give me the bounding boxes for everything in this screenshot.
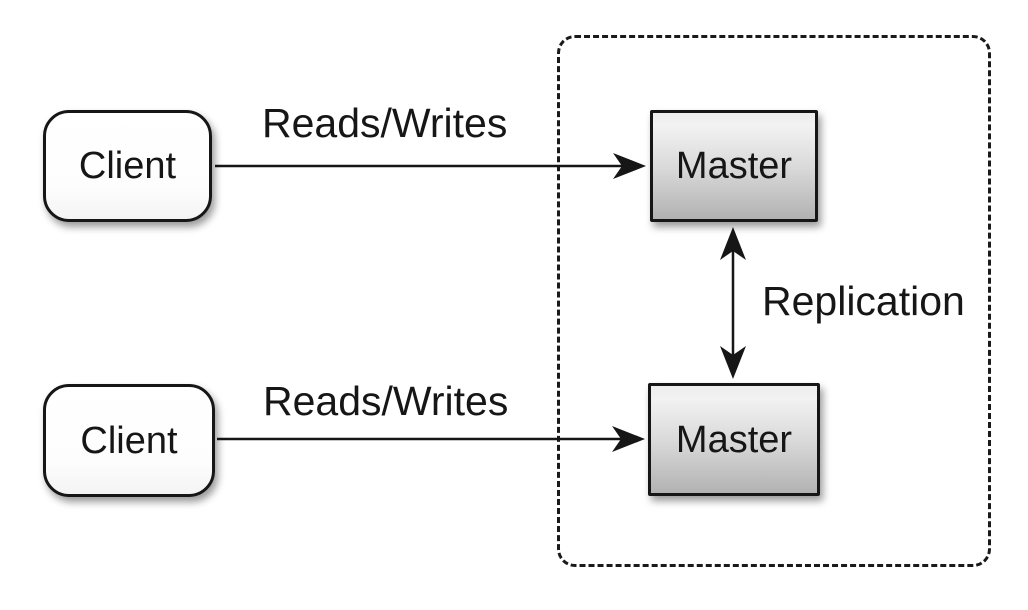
client-node-top: Client xyxy=(43,110,212,222)
edge-label-reads-writes-bottom: Reads/Writes xyxy=(263,378,509,424)
edge-label-replication: Replication xyxy=(762,278,965,324)
client-node-label: Client xyxy=(78,145,177,187)
client-node-bottom: Client xyxy=(43,384,215,497)
master-node-bottom: Master xyxy=(648,383,820,496)
master-node-label: Master xyxy=(675,145,793,187)
client-node-label: Client xyxy=(80,419,178,462)
edge-label-reads-writes-top: Reads/Writes xyxy=(262,100,508,146)
master-node-label: Master xyxy=(675,418,793,461)
master-node-top: Master xyxy=(650,110,818,222)
replication-cluster-boundary xyxy=(557,35,991,567)
